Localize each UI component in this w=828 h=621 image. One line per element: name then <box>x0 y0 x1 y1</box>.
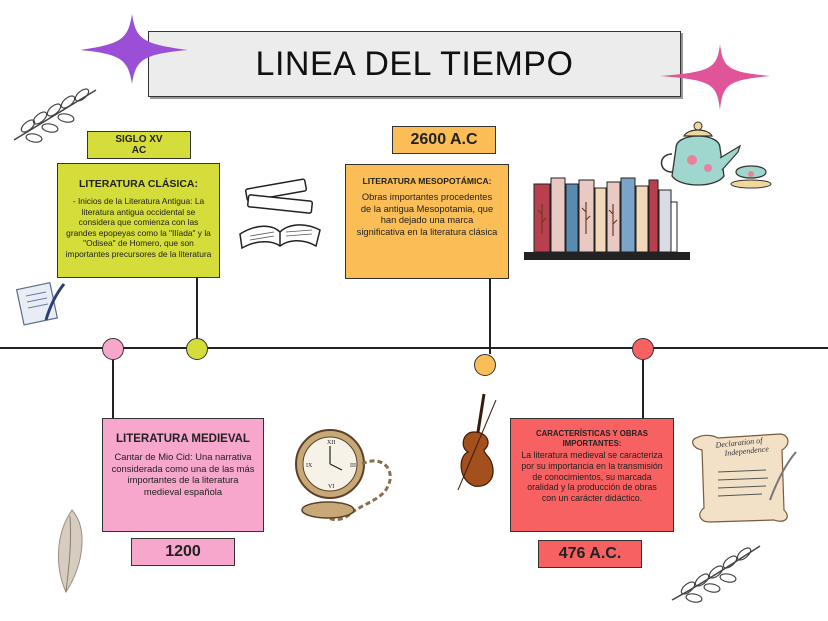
sparkle-star-icon <box>660 44 770 110</box>
timeline-marker <box>102 338 124 360</box>
quill-paper-icon <box>15 281 66 326</box>
card-heading: LITERATURA MEDIEVAL <box>116 433 250 445</box>
card-caracteristicas-obras: CARACTERÍSTICAS Y OBRAS IMPORTANTES: La … <box>510 418 674 532</box>
date-label-siglo-xv: SIGLO XV AC <box>87 131 191 159</box>
timeline-axis <box>0 347 828 349</box>
card-body: Obras importantes procedentes de la anti… <box>356 192 498 237</box>
svg-text:III: III <box>350 463 356 469</box>
card-literatura-clasica: LITERATURA CLÁSICA: - Inicios de la Lite… <box>57 163 220 278</box>
timeline-marker <box>632 338 654 360</box>
connector-line <box>642 360 644 418</box>
connector-line <box>112 360 114 418</box>
card-heading: LITERATURA MESOPOTÁMICA: <box>362 176 492 186</box>
bookshelf-icon <box>524 177 690 260</box>
sparkle-star-icon <box>80 14 188 84</box>
card-heading: CARACTERÍSTICAS Y OBRAS IMPORTANTES: <box>536 429 648 448</box>
card-literatura-medieval: LITERATURA MEDIEVAL Cantar de Mio Cid: U… <box>102 418 264 532</box>
card-heading: LITERATURA CLÁSICA: <box>79 178 198 190</box>
card-body: La literatura medieval se caracteriza po… <box>521 450 663 504</box>
date-label-2600-ac: 2600 A.C <box>392 126 496 154</box>
svg-text:VI: VI <box>328 484 334 490</box>
violin-icon <box>457 393 497 491</box>
laurel-branch-icon <box>13 88 97 143</box>
laurel-branch-icon <box>671 545 761 603</box>
page-title: LINEA DEL TIEMPO <box>148 31 681 97</box>
card-body: Cantar de Mio Cid: Una narrativa conside… <box>111 451 255 497</box>
connector-line <box>489 279 491 354</box>
card-body: - Inicios de la Literatura Antigua: La l… <box>65 196 212 259</box>
svg-text:IX: IX <box>306 463 313 469</box>
date-label-476-ac: 476 A.C. <box>538 540 642 568</box>
svg-text:XII: XII <box>327 440 335 446</box>
teapot-icon <box>660 121 772 189</box>
pocket-watch-icon: XII III VI IX <box>295 429 392 522</box>
date-label-1200: 1200 <box>131 538 235 566</box>
card-literatura-mesopotamica: LITERATURA MESOPOTÁMICA: Obras important… <box>345 164 509 279</box>
connector-line <box>196 278 198 340</box>
scroll-icon: Declaration of Independence <box>688 428 800 524</box>
timeline-marker <box>186 338 208 360</box>
feather-icon <box>58 509 83 594</box>
timeline-marker <box>474 354 496 376</box>
books-icon <box>239 178 321 250</box>
